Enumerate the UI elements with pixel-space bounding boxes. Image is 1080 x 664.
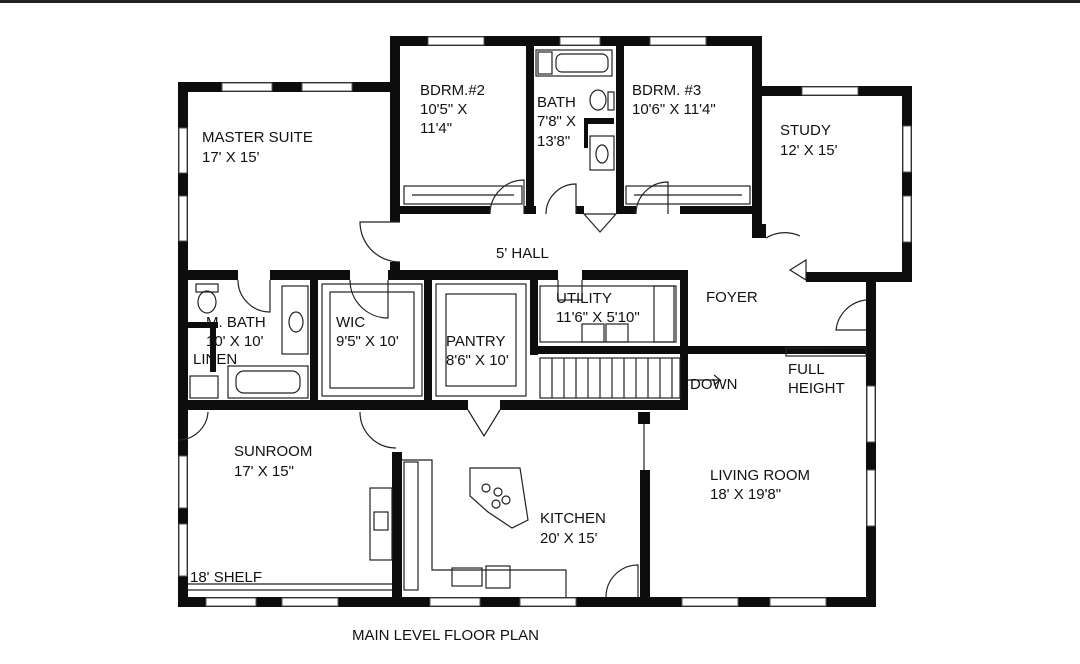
bdrm2-size-line1: 10'5" X (420, 101, 467, 118)
bath-size-line2: 13'8" (537, 133, 570, 150)
bdrm2-size-line2: 11'4" (420, 120, 452, 137)
living-room-size: 18' X 19'8" (710, 486, 781, 503)
plan-caption: MAIN LEVEL FLOOR PLAN (352, 627, 539, 644)
utility-size: 11'6" X 5'10" (556, 309, 640, 326)
kitchen-size: 20' X 15' (540, 530, 598, 547)
hall-label: 5' HALL (496, 245, 549, 262)
doors (177, 179, 867, 598)
pantry-size: 8'6" X 10' (446, 352, 509, 369)
bath-size-line1: 7'8" X (537, 113, 576, 130)
full-height-line1: FULL (788, 361, 825, 378)
study-label: STUDY (780, 122, 831, 139)
utility-label: UTILITY (556, 290, 612, 307)
linen-label: LINEN (193, 351, 237, 368)
fixtures (188, 49, 867, 597)
master-suite-size: 17' X 15' (202, 149, 260, 166)
room-labels: MASTER SUITE 17' X 15' BDRM.#2 10'5" X 1… (190, 82, 845, 644)
living-room-label: LIVING ROOM (710, 467, 810, 484)
m-bath-label: M. BATH (206, 314, 266, 331)
study-size: 12' X 15' (780, 142, 838, 159)
sheet-top-border (0, 0, 1080, 3)
wic-label: WIC (336, 314, 365, 331)
master-suite-label: MASTER SUITE (202, 129, 313, 146)
wic-size: 9'5" X 10' (336, 333, 399, 350)
bdrm3-label: BDRM. #3 (632, 82, 701, 99)
full-height-line2: HEIGHT (788, 380, 845, 397)
sunroom-size: 17' X 15" (234, 463, 294, 480)
bdrm2-label: BDRM.#2 (420, 82, 485, 99)
sunroom-label: SUNROOM (234, 443, 312, 460)
bath-label: BATH (537, 94, 576, 111)
bdrm3-size: 10'6" X 11'4" (632, 101, 716, 118)
high-wall-label: HIGH WALL (792, 349, 830, 356)
shelf-label: 18' SHELF (190, 569, 262, 586)
foyer-label: FOYER (706, 289, 758, 306)
down-label: DOWN (690, 376, 738, 393)
kitchen-label: KITCHEN (540, 510, 606, 527)
pantry-label: PANTRY (446, 333, 505, 350)
interior-walls (178, 46, 876, 607)
windows (178, 36, 912, 607)
m-bath-size: 10' X 10' (206, 333, 264, 350)
